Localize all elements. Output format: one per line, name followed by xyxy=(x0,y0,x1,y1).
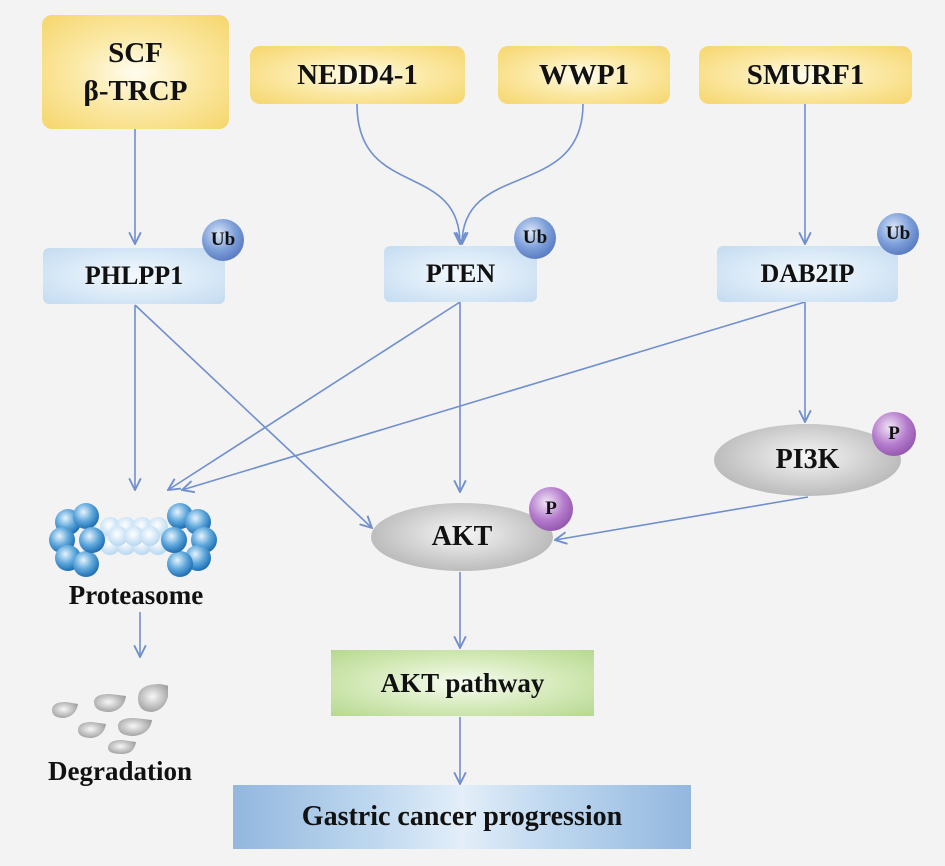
ub-badge-dab2ip: Ub xyxy=(877,213,919,255)
node-pten: PTEN xyxy=(384,246,537,302)
node-wwp1: WWP1 xyxy=(498,46,670,104)
node-nedd4-1: NEDD4-1 xyxy=(250,46,465,104)
ub-badge-pten: Ub xyxy=(514,217,556,259)
node-akt: AKT xyxy=(371,503,553,571)
node-smurf1: SMURF1 xyxy=(699,46,912,104)
p-badge-akt: P xyxy=(529,487,573,531)
node-phlpp1: PHLPP1 xyxy=(43,248,225,304)
node-dab2ip: DAB2IP xyxy=(717,246,898,302)
node-pi3k: PI3K xyxy=(714,424,901,496)
edge-wwp1-pten xyxy=(462,103,584,244)
node-scf-btrcp: SCF β-TRCP xyxy=(42,15,229,129)
edge-pten-proteasome xyxy=(168,301,461,490)
proteasome-icon xyxy=(49,503,217,577)
p-badge-pi3k: P xyxy=(872,412,916,456)
edge-dab2ip-proteasome xyxy=(182,301,806,490)
ub-badge-phlpp1: Ub xyxy=(202,219,244,261)
degradation-fragments-icon xyxy=(52,684,168,754)
label-proteasome: Proteasome xyxy=(68,580,204,610)
edge-phlpp1-akt xyxy=(134,304,372,528)
label-degradation: Degradation xyxy=(48,756,192,786)
node-akt-pathway: AKT pathway xyxy=(331,650,594,716)
node-gastric-cancer-progression: Gastric cancer progression xyxy=(233,785,691,849)
edge-nedd4-pten xyxy=(356,103,460,244)
edge-pi3k-akt xyxy=(555,496,809,540)
